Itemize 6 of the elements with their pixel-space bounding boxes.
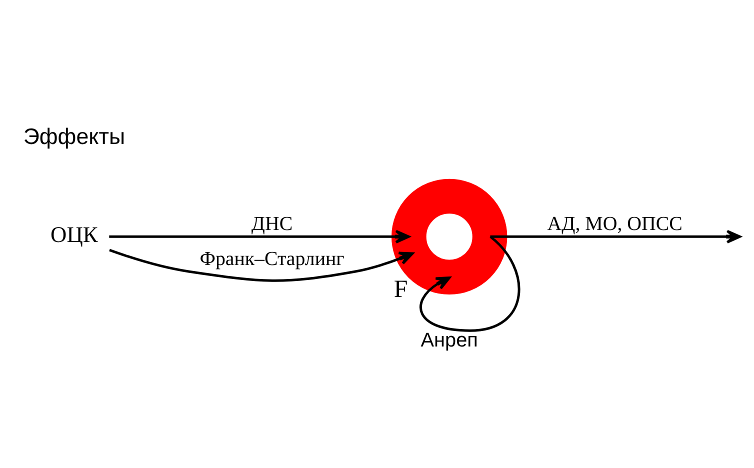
node-text: ОЦК [50,222,98,247]
edge-label: Франк–Старлинг [200,248,344,270]
edge-label: ДНС [251,212,293,235]
label: Эффекты [23,123,126,148]
edge-label: Анреп [420,329,478,352]
edge-label: АД, МО, ОПСС [547,212,682,235]
